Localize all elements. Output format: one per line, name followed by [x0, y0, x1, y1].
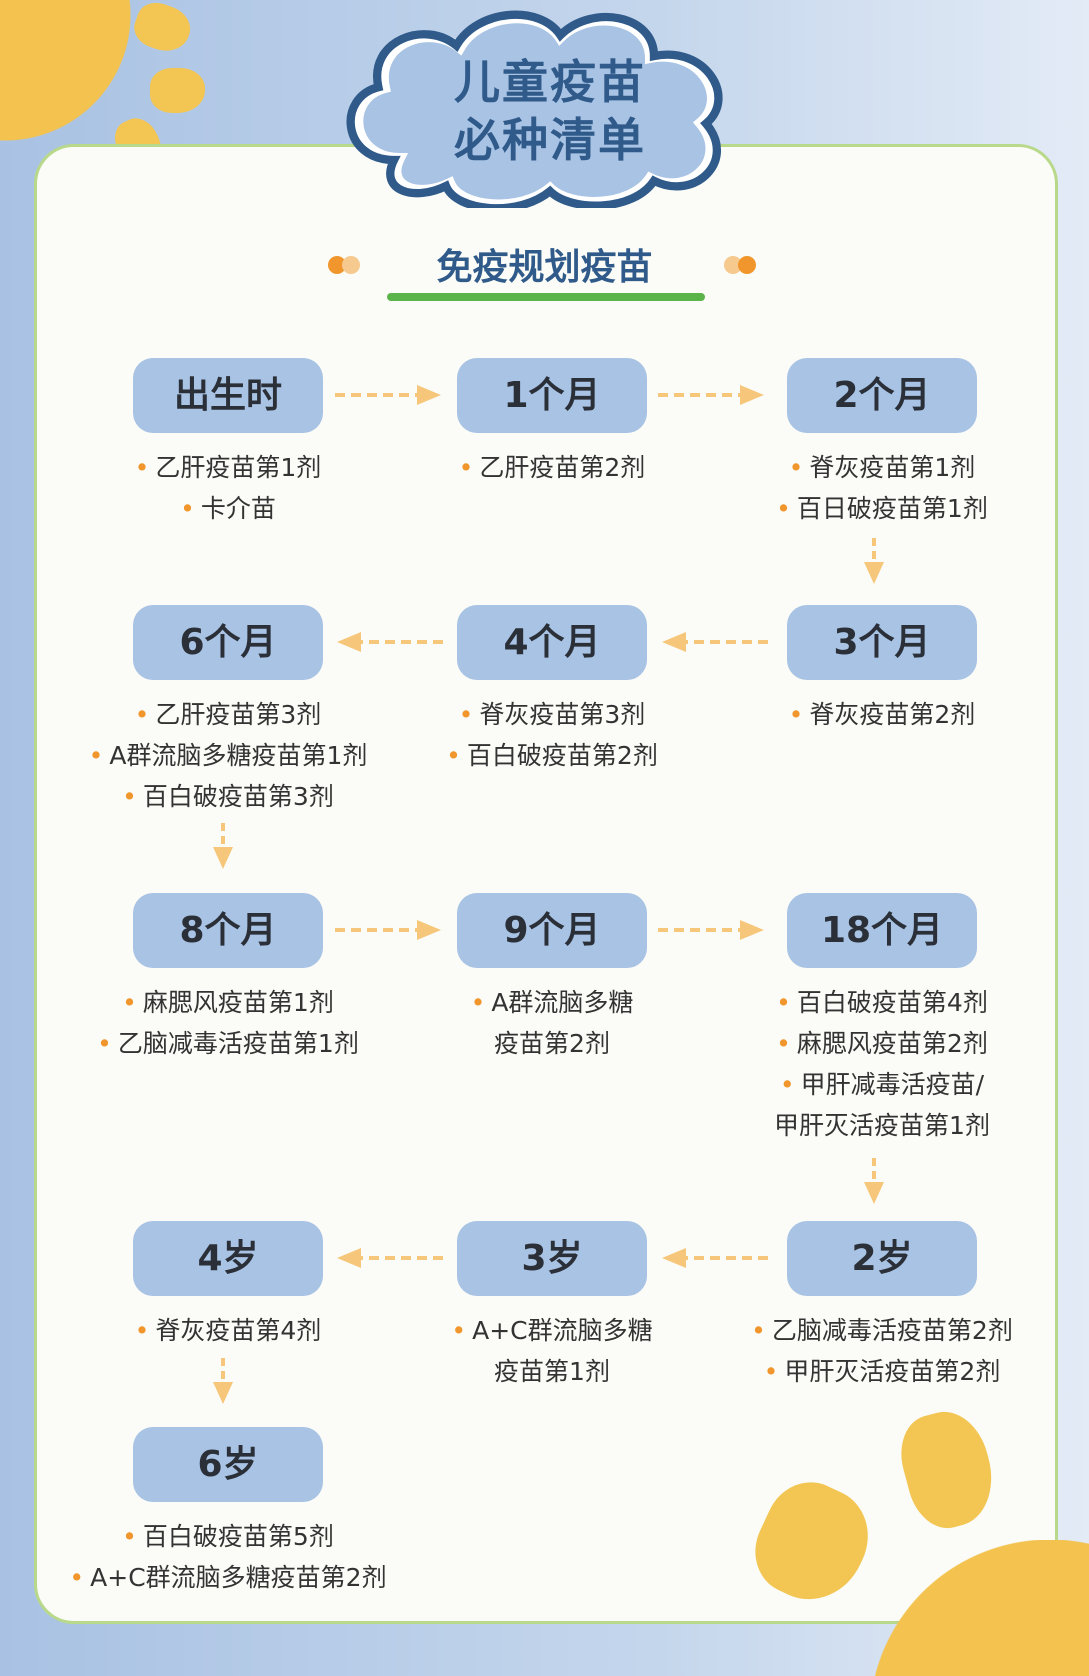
vaccine-item: 麻腮风疫苗第2剂 — [712, 1023, 1052, 1064]
arrow-right-icon — [335, 920, 443, 940]
vaccine-item: 疫苗第2剂 — [494, 1029, 610, 1058]
vaccine-item: 乙脑减毒活疫苗第1剂 — [58, 1023, 398, 1064]
vaccine-item: A群流脑多糖疫苗第1剂 — [58, 735, 398, 776]
sun-ray — [150, 68, 205, 113]
vaccine-item: A+C群流脑多糖疫苗第2剂 — [58, 1557, 398, 1598]
stage-label: 9个月 — [457, 893, 647, 968]
stage-label: 18个月 — [787, 893, 977, 968]
vaccine-item: 甲肝减毒活疫苗/ — [712, 1064, 1052, 1105]
vaccine-item: 脊灰疫苗第1剂 — [712, 447, 1052, 488]
vaccine-item: 百白破疫苗第4剂 — [712, 982, 1052, 1023]
stage-4: 4个月脊灰疫苗第3剂百白破疫苗第2剂 — [382, 605, 722, 776]
vaccine-item: A+C群流脑多糖 — [382, 1310, 722, 1351]
stage-1: 1个月乙肝疫苗第2剂 — [382, 358, 722, 488]
vaccine-item: 乙肝疫苗第1剂 — [58, 447, 398, 488]
stage-label: 3个月 — [787, 605, 977, 680]
title-cloud: 儿童疫苗必种清单 — [330, 8, 770, 213]
stage-label: 6岁 — [133, 1427, 323, 1502]
sun-decoration-top — [0, 0, 135, 145]
arrow-right-icon — [658, 920, 766, 940]
arrow-left-icon — [335, 1248, 443, 1268]
vaccine-item: 乙脑减毒活疫苗第2剂 — [712, 1310, 1052, 1351]
stage-5: 6个月乙肝疫苗第3剂A群流脑多糖疫苗第1剂百白破疫苗第3剂 — [58, 605, 398, 817]
arrow-left-icon — [660, 632, 768, 652]
section-title: 免疫规划疫苗 — [436, 247, 653, 288]
cloud-icon — [346, 10, 723, 213]
decor-dots-left — [328, 256, 364, 276]
stage-0: 出生时乙肝疫苗第1剂卡介苗 — [58, 358, 398, 529]
stage-label: 3岁 — [457, 1221, 647, 1296]
vaccine-item: 百白破疫苗第5剂 — [58, 1516, 398, 1557]
arrow-down-icon — [864, 1158, 884, 1204]
vaccine-item: 脊灰疫苗第3剂 — [382, 694, 722, 735]
stage-12: 6岁百白破疫苗第5剂A+C群流脑多糖疫苗第2剂 — [58, 1427, 398, 1598]
arrow-down-icon — [213, 823, 233, 869]
stage-2: 2个月脊灰疫苗第1剂百日破疫苗第1剂 — [712, 358, 1052, 529]
stage-label: 2岁 — [787, 1221, 977, 1296]
stage-label: 出生时 — [133, 358, 323, 433]
arrow-left-icon — [660, 1248, 768, 1268]
stage-11: 4岁脊灰疫苗第4剂 — [58, 1221, 398, 1351]
vaccine-item: 甲肝灭活疫苗第1剂 — [774, 1111, 990, 1140]
page-title: 儿童疫苗必种清单 — [454, 55, 646, 167]
stage-9: 2岁乙脑减毒活疫苗第2剂甲肝灭活疫苗第2剂 — [712, 1221, 1052, 1392]
stage-label: 4岁 — [133, 1221, 323, 1296]
arrow-left-icon — [335, 632, 443, 652]
arrow-right-icon — [658, 385, 766, 405]
vaccine-item: A群流脑多糖 — [382, 982, 722, 1023]
vaccine-item: 乙肝疫苗第3剂 — [58, 694, 398, 735]
vaccine-item: 卡介苗 — [58, 488, 398, 529]
vaccine-item: 百白破疫苗第3剂 — [58, 776, 398, 817]
arrow-down-icon — [864, 538, 884, 584]
decor-dots-right — [724, 256, 760, 276]
vaccine-item: 脊灰疫苗第2剂 — [712, 694, 1052, 735]
stage-label: 8个月 — [133, 893, 323, 968]
vaccine-item: 疫苗第1剂 — [494, 1357, 610, 1386]
vaccine-item: 百日破疫苗第1剂 — [712, 488, 1052, 529]
vaccine-item: 脊灰疫苗第4剂 — [58, 1310, 398, 1351]
stage-3: 3个月脊灰疫苗第2剂 — [712, 605, 1052, 735]
stage-label: 2个月 — [787, 358, 977, 433]
stage-label: 1个月 — [457, 358, 647, 433]
stage-6: 8个月麻腮风疫苗第1剂乙脑减毒活疫苗第1剂 — [58, 893, 398, 1064]
stage-label: 6个月 — [133, 605, 323, 680]
vaccine-item: 百白破疫苗第2剂 — [382, 735, 722, 776]
vaccine-item: 麻腮风疫苗第1剂 — [58, 982, 398, 1023]
title-underline — [387, 293, 705, 301]
arrow-right-icon — [335, 385, 443, 405]
vaccine-item: 乙肝疫苗第2剂 — [382, 447, 722, 488]
stage-8: 18个月百白破疫苗第4剂麻腮风疫苗第2剂甲肝减毒活疫苗/甲肝灭活疫苗第1剂 — [712, 893, 1052, 1146]
sun-ray — [128, 0, 197, 59]
stage-label: 4个月 — [457, 605, 647, 680]
arrow-down-icon — [213, 1358, 233, 1404]
vaccine-item: 甲肝灭活疫苗第2剂 — [712, 1351, 1052, 1392]
sun-decoration-bottom — [870, 1540, 1089, 1676]
